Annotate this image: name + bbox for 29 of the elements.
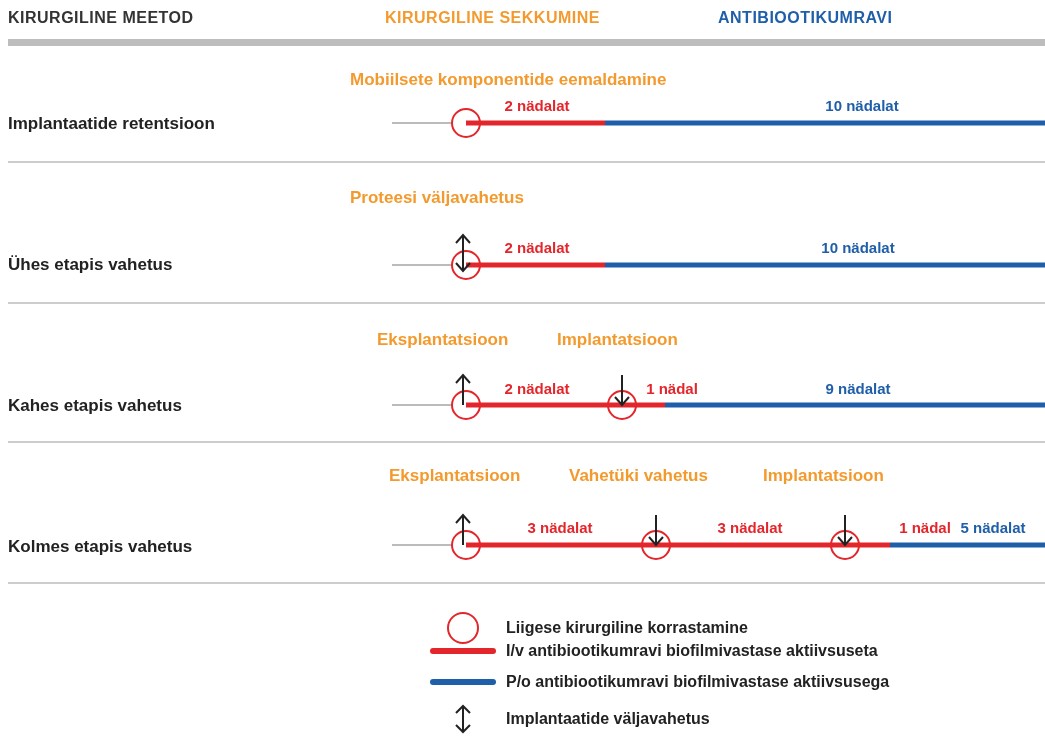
duration-label: 2 nädalat: [504, 380, 570, 398]
event-label: Implantatsioon: [557, 329, 678, 351]
column-header: KIRURGILINE SEKKUMINE: [385, 8, 600, 28]
event-label: Proteesi väljavahetus: [350, 187, 524, 209]
column-header: ANTIBIOOTIKUMRAVI: [718, 8, 893, 28]
event-label: Implantatsioon: [763, 465, 884, 487]
legend-text: Liigese kirurgiline korrastamine: [506, 619, 748, 637]
method-label: Implantaatide retentsioon: [8, 113, 215, 135]
duration-label: 5 nädalat: [960, 519, 1026, 537]
method-label: Kolmes etapis vahetus: [8, 536, 193, 558]
duration-label: 10 nädalat: [821, 239, 895, 257]
legend-text: P/o antibiootikumravi biofilmivastase aktiivsusega: [506, 673, 890, 691]
legend-text: I/v antibiootikumravi biofilmivastase aktiivsuseta: [506, 642, 878, 660]
legend-text: Implantaatide väljavahetus: [506, 710, 710, 728]
duration-label: 2 nädalat: [504, 97, 570, 115]
duration-label: 1 nädal: [899, 519, 951, 537]
duration-label: 3 nädalat: [527, 519, 593, 537]
column-header: KIRURGILINE MEETOD: [8, 8, 194, 28]
event-label: Eksplantatsioon: [377, 329, 509, 351]
method-label: Kahes etapis vahetus: [8, 395, 182, 417]
duration-label: 9 nädalat: [825, 380, 891, 398]
event-label: Mobiilsete komponentide eemaldamine: [350, 69, 667, 91]
duration-label: 1 nädal: [646, 380, 698, 398]
duration-label: 10 nädalat: [825, 97, 899, 115]
duration-label: 3 nädalat: [717, 519, 783, 537]
event-label: Eksplantatsioon: [389, 465, 521, 487]
event-label: Vahetüki vahetus: [569, 465, 708, 487]
method-label: Ühes etapis vahetus: [8, 254, 173, 276]
duration-label: 2 nädalat: [504, 239, 570, 257]
